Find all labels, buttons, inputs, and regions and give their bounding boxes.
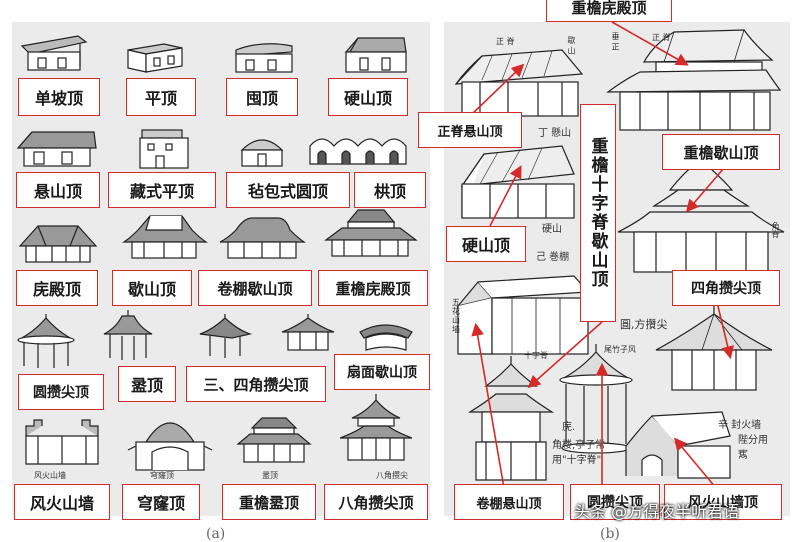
annotation-firewall: 辛 封火墙 陛分用 寯 xyxy=(718,420,768,461)
arrow-to-rolled-overhang xyxy=(471,322,505,489)
label-hip-roof: 庑殿顶 xyxy=(16,270,98,306)
label-single-slope-roof: 单坡顶 xyxy=(18,78,100,116)
label-vault-roof: 囤顶 xyxy=(226,78,298,116)
label-gable-and-hip-roof: 歇山顶 xyxy=(112,270,192,306)
label-tri-quad-pyramidal-roof: 三、四角攒尖顶 xyxy=(186,366,326,402)
gable-roof-drawing-large xyxy=(458,140,578,222)
hip-roof-drawing xyxy=(16,216,100,266)
octagonal-pyramidal-roof-drawing xyxy=(336,392,416,472)
octagonal-tiny-caption: 八角攒尖 xyxy=(376,471,408,480)
label-double-eave-truncated-roof: 重檐盝顶 xyxy=(222,484,316,520)
arrow-to-cross-ridge xyxy=(527,321,603,389)
label-octagonal-pyramidal-roof: 八角攒尖顶 xyxy=(324,484,428,520)
arrow-to-double-eave-gable-hip xyxy=(685,167,725,213)
yurt-dome-roof-drawing xyxy=(238,130,286,170)
label-dome-roof: 穹窿顶 xyxy=(122,484,200,520)
double-eave-hip-roof-drawing-small xyxy=(322,206,418,264)
arrow-to-ridge-overhang xyxy=(469,63,525,117)
label-flat-roof: 平顶 xyxy=(126,78,196,116)
square-pyramidal-roof-drawing xyxy=(280,312,336,356)
caption-left: (a) xyxy=(206,526,226,542)
label-tibetan-flat-roof: 藏式平顶 xyxy=(108,172,216,208)
label-overhanging-gable-roof: 悬山顶 xyxy=(16,172,100,208)
gable-and-hip-roof-drawing xyxy=(120,210,208,264)
annotation-overhang: 歇 山 xyxy=(567,36,576,55)
gable-roof-drawing-small xyxy=(340,32,412,76)
label-round-pyramidal-roof-right: 圆攒尖顶 xyxy=(570,484,660,520)
annotation-ridge-1: 正 脊 xyxy=(496,37,515,46)
double-eave-hip-roof-drawing-large xyxy=(604,22,782,138)
firewall-roof-drawing xyxy=(622,406,732,488)
label-firewall-roof: 风火山墙顶 xyxy=(664,484,782,520)
label-rolled-gable-and-hip-roof: 卷棚歇山顶 xyxy=(198,270,312,306)
label-yurt-dome-roof: 毡包式圆顶 xyxy=(226,172,350,208)
annotation-bamboo: 尾竹子风 xyxy=(604,345,636,354)
label-gable-roof: 硬山顶 xyxy=(328,78,408,116)
label-firewall-gable: 风火山墙 xyxy=(14,484,110,520)
annotation-corner-tower: 角楼,亭子常 用"十字脊" xyxy=(552,440,606,466)
annotation-corner-ridge: 角脊 xyxy=(771,222,780,238)
annotation-round-square: 圓,方攢尖 xyxy=(620,318,668,331)
annotation-gable: 硬山 xyxy=(542,224,562,235)
triangular-pyramidal-roof-drawing xyxy=(198,312,252,360)
label-round-pyramidal-roof: 圆攒尖顶 xyxy=(18,374,104,410)
tibetan-flat-roof-drawing xyxy=(136,126,194,172)
label-ridge-overhanging-gable-roof: 正脊悬山顶 xyxy=(418,112,522,148)
arch-roof-drawing xyxy=(306,130,416,168)
double-eave-truncated-roof-drawing xyxy=(234,412,314,468)
arrow-to-double-eave-hip xyxy=(611,21,689,66)
rolled-overhanging-gable-drawing xyxy=(454,270,590,358)
dome-tiny-caption: 穹窿顶 xyxy=(150,471,174,480)
square-pyramidal-pavilion-drawing xyxy=(652,300,776,400)
ridge-overhanging-gable-drawing xyxy=(452,40,588,122)
label-double-eave-hip-roof-right: 重檐庑殿顶 xyxy=(546,0,672,22)
firewall-tiny-caption: 风火山墙 xyxy=(34,471,66,480)
dome-roof-drawing xyxy=(126,402,214,474)
label-double-eave-hip-roof: 重檐庑殿顶 xyxy=(318,270,428,306)
rolled-gable-and-hip-roof-drawing xyxy=(216,212,308,264)
annotation-wu: 庑. xyxy=(562,422,576,433)
label-truncated-hip-roof: 盝顶 xyxy=(118,366,176,402)
flat-roof-drawing xyxy=(124,40,186,76)
vault-roof-drawing xyxy=(232,38,298,76)
label-fan-shaped-roof: 扇面歇山顶 xyxy=(334,354,430,390)
label-arch-roof: 栱顶 xyxy=(354,172,426,208)
arrow-to-gable xyxy=(489,165,522,227)
single-slope-roof-drawing xyxy=(18,32,90,74)
annotation-ding-overhang: 丁 懸山 xyxy=(538,128,572,139)
caption-right: (b) xyxy=(600,526,620,542)
fan-shaped-roof-drawing xyxy=(356,316,416,354)
arrow-to-firewall-roof xyxy=(673,437,717,489)
annotation-ridge-2: 正 脊 xyxy=(652,33,671,42)
cross-ridge-double-eave-drawing xyxy=(614,150,786,278)
watermark: 头条 @方得夜半听君语 xyxy=(574,502,740,521)
truncated-tiny-caption: 盝顶 xyxy=(262,471,278,480)
annotation-five-flower-wall: 五 花 山 墙 xyxy=(452,298,460,334)
label-gable-roof-right: 硬山顶 xyxy=(446,226,526,262)
label-double-eave-gable-hip-roof: 重檐歇山顶 xyxy=(662,134,780,170)
arrow-to-square-pyramid xyxy=(715,297,734,360)
annotation-rolled: 己 巻棚 xyxy=(536,252,570,263)
firewall-gable-drawing xyxy=(22,412,102,476)
label-rolled-overhanging-gable-roof: 卷棚悬山顶 xyxy=(454,484,564,520)
truncated-hip-roof-drawing xyxy=(100,308,156,364)
label-square-pyramidal-roof: 四角攒尖顶 xyxy=(672,270,780,306)
annotation-vertical-ridge: 垂 正 xyxy=(611,32,620,51)
label-cross-ridge-double-eave-roof: 重檐十字脊歇山顶 xyxy=(580,104,616,322)
round-pyramidal-roof-drawing xyxy=(14,312,78,372)
overhanging-gable-roof-drawing xyxy=(16,126,98,170)
annotation-cross-ridge: 十字脊 xyxy=(524,351,548,360)
